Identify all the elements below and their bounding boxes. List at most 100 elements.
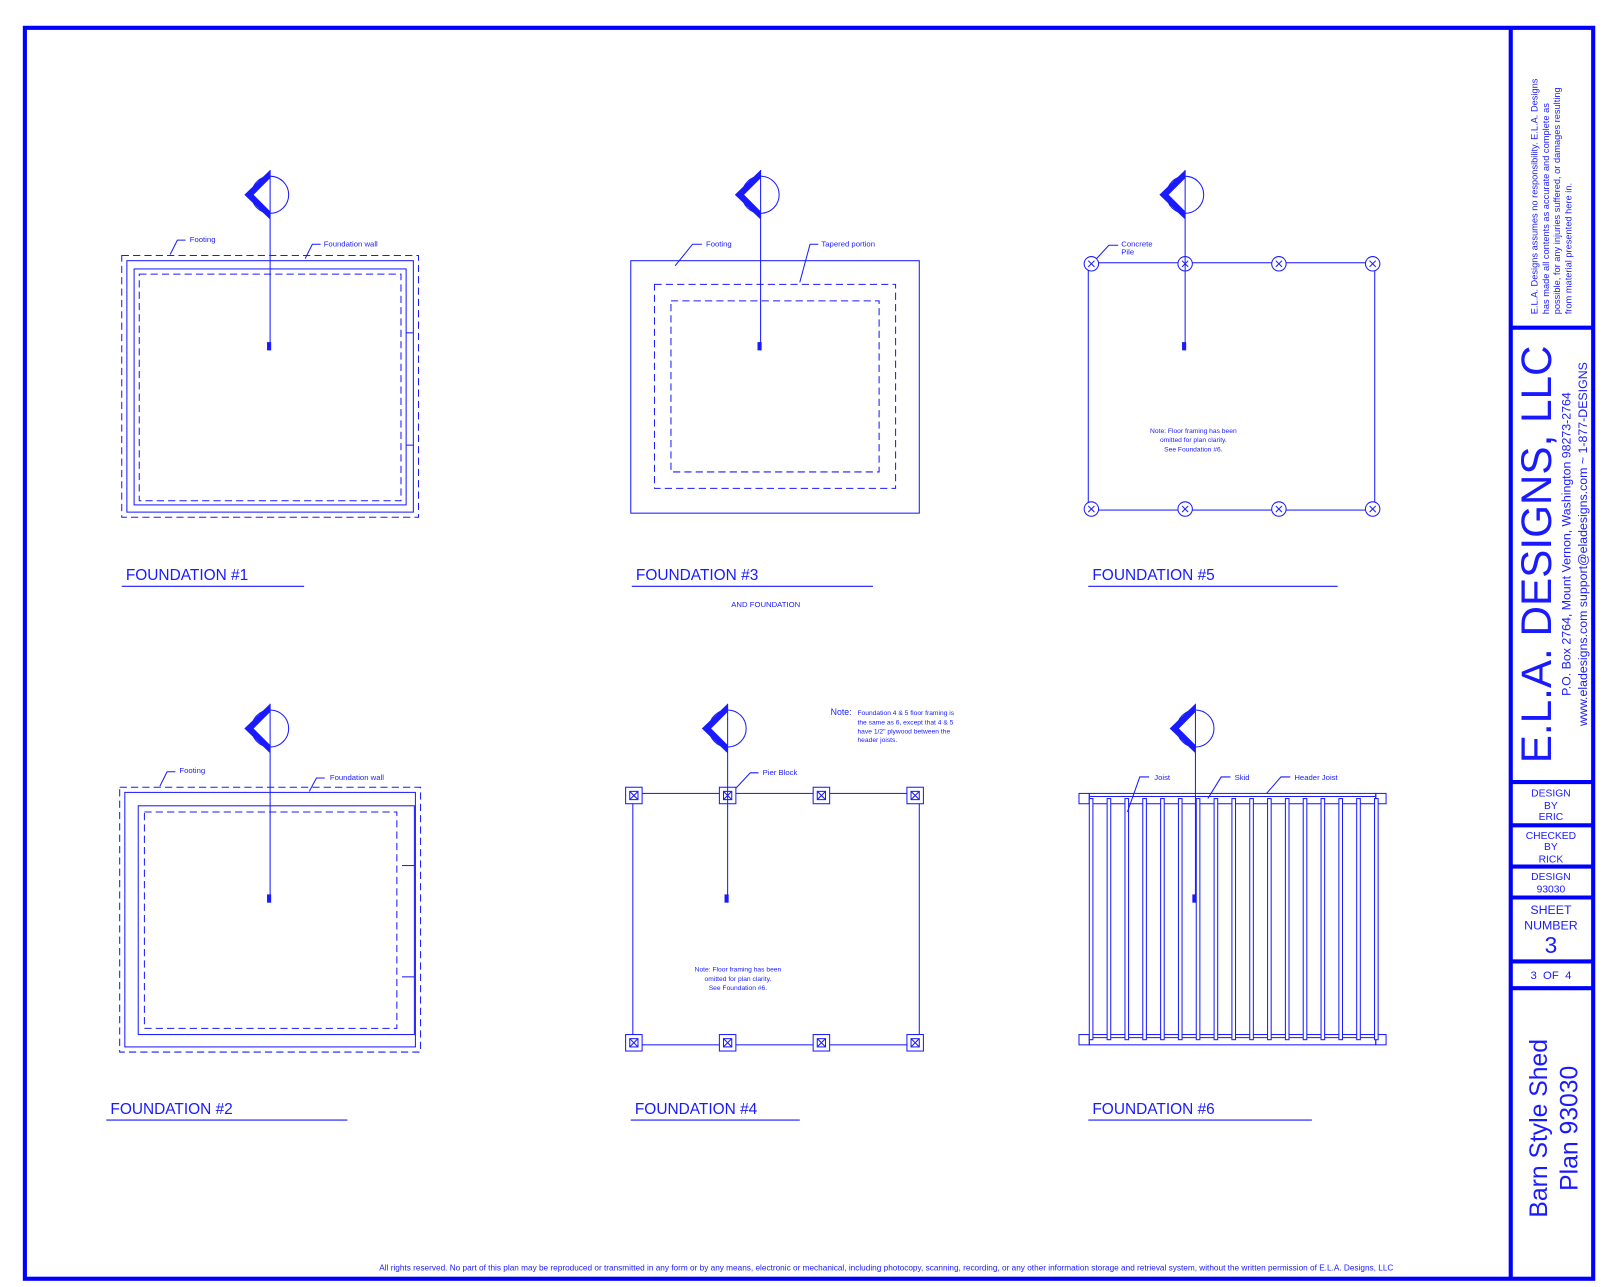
company-contact: www.eladesigns.com support@eladesigns.co… [1576,362,1590,727]
joist [1124,798,1130,1041]
joist [1267,798,1272,1041]
pier-mark [816,791,826,800]
note-line: Foundation 4 & 5 floor framing is [857,710,954,717]
joist [1338,798,1343,1041]
north-arrow-pointer [244,703,271,754]
north-arrow-icon [701,703,747,903]
foundation-3-title: FOUNDATION #3 [636,567,758,584]
north-arrow-icon [244,170,290,351]
label-pier-block: Pier Block [763,768,798,777]
label-footing: Footing [190,235,216,244]
sheet-label: SHEET [1530,903,1572,917]
label-concrete-pile: Concrete [1121,239,1152,248]
pier-mark [816,1038,826,1048]
pier-post [910,790,920,801]
design-by-box: DESIGN BY ERIC CHECKED BY RICK DESIGN 93… [1526,789,1576,896]
pier-mark [629,1038,639,1048]
label-tapered-portion: Tapered portion [821,239,875,248]
north-arrow-pointer [1169,703,1196,754]
note-line: header joists. [857,737,897,744]
pier-post [722,1038,733,1048]
joist [1106,798,1112,1041]
north-arrow-pointer [701,703,728,754]
north-arrow-icon [244,703,290,903]
joist [1302,798,1308,1041]
plan-title: Barn Style Shed [1526,1039,1553,1218]
foundation-3-plan: Footing Tapered portion FOUNDATION #3 AN… [630,170,920,609]
label-skid: Skid [1235,773,1250,782]
foundation-2-plan: Footing Foundation wall FOUNDATION #2 [106,703,422,1121]
sheet-label: NUMBER [1524,918,1578,932]
skid-end [1078,1034,1090,1046]
note-line: the same as 6, except that 4 & 5 [857,719,953,726]
foundation-1-title: FOUNDATION #1 [126,567,248,584]
designer-name: ERIC [1539,812,1564,823]
label-footing: Footing [706,239,732,248]
sheet-number: 3 [1545,932,1558,958]
north-arrow-marker [1182,342,1187,351]
design-by-label: BY [1544,801,1558,812]
plan-note: See Foundation #6. [709,985,768,992]
label-foundation-wall: Foundation wall [330,773,384,782]
north-arrow-marker [267,894,272,903]
foundation-2-title: FOUNDATION #2 [110,1101,232,1118]
title-block-rules [1510,325,1594,991]
disclaimer: E.L.A. Designs assumes no responsibility… [1530,78,1574,314]
north-arrow-pointer [244,170,271,220]
skid-end [1078,792,1090,805]
north-arrow-icon [1169,703,1215,903]
foundation-3-subtitle: AND FOUNDATION [731,600,800,609]
design-number: 93030 [1537,884,1566,895]
disclaimer-line: from material presented here in. [1564,183,1574,314]
note-line: have 1/2" plywood between the [857,729,950,736]
joist [1213,798,1219,1041]
pile-mark [1275,505,1283,513]
foundation-6-title: FOUNDATION #6 [1092,1101,1214,1118]
foundation-5-plan: Concrete Pile Note: Floor framing has be… [1083,170,1381,587]
north-arrow-pointer [1159,170,1186,220]
joist [1284,798,1290,1041]
checked-by-label: CHECKED [1526,831,1576,842]
plan-note: Note: Floor framing has been [1150,428,1237,435]
pile-mark [1087,260,1095,268]
pier-post [910,1038,920,1048]
joist [1231,798,1237,1041]
plan-number: Plan 93030 [1557,1066,1584,1191]
label-concrete-pile: Pile [1121,248,1134,257]
disclaimer-line: possible, for any injuries suffered, or … [1552,87,1562,314]
joist [1177,798,1183,1041]
pier-mark [723,1038,733,1048]
label-header-joist: Header Joist [1294,773,1338,782]
label-foundation-wall: Foundation wall [324,239,378,248]
disclaimer-line: has made all contents as accurate and co… [1541,103,1551,315]
plan-note: omitted for plan clarity. [705,976,772,983]
copyright-footer: All rights reserved. No part of this pla… [379,1264,1393,1273]
design-by-label: DESIGN [1531,789,1570,800]
foundation-4-title: FOUNDATION #4 [635,1101,758,1118]
plan-note: omitted for plan clarity. [1160,437,1227,444]
pier-post [629,1038,639,1048]
pile-mark [1369,505,1377,513]
north-arrow-marker [757,342,762,351]
joist [1356,798,1361,1041]
note-heading: Note: [831,707,852,717]
pile-mark [1275,260,1283,268]
pier-blocks [625,786,924,1052]
design-number-label: DESIGN [1531,872,1570,883]
north-arrow-pointer [734,170,761,220]
north-arrow-icon [734,170,780,351]
joist [1374,798,1379,1041]
checker-name: RICK [1539,854,1564,865]
company-name: E.L.A. DESIGNS, LLC [1513,345,1560,763]
pile-mark [1087,505,1095,513]
north-arrow-marker [1192,894,1197,903]
pier-post [629,790,639,801]
north-arrow-marker [724,894,729,903]
joist [1142,798,1147,1041]
plan-note: Note: Floor framing has been [695,967,782,974]
foundation-4-plan: Pier Block Note: Floor framing has been … [625,703,924,1121]
joist [1160,798,1165,1041]
pile-mark [1181,505,1189,513]
pile-mark [1369,260,1377,268]
